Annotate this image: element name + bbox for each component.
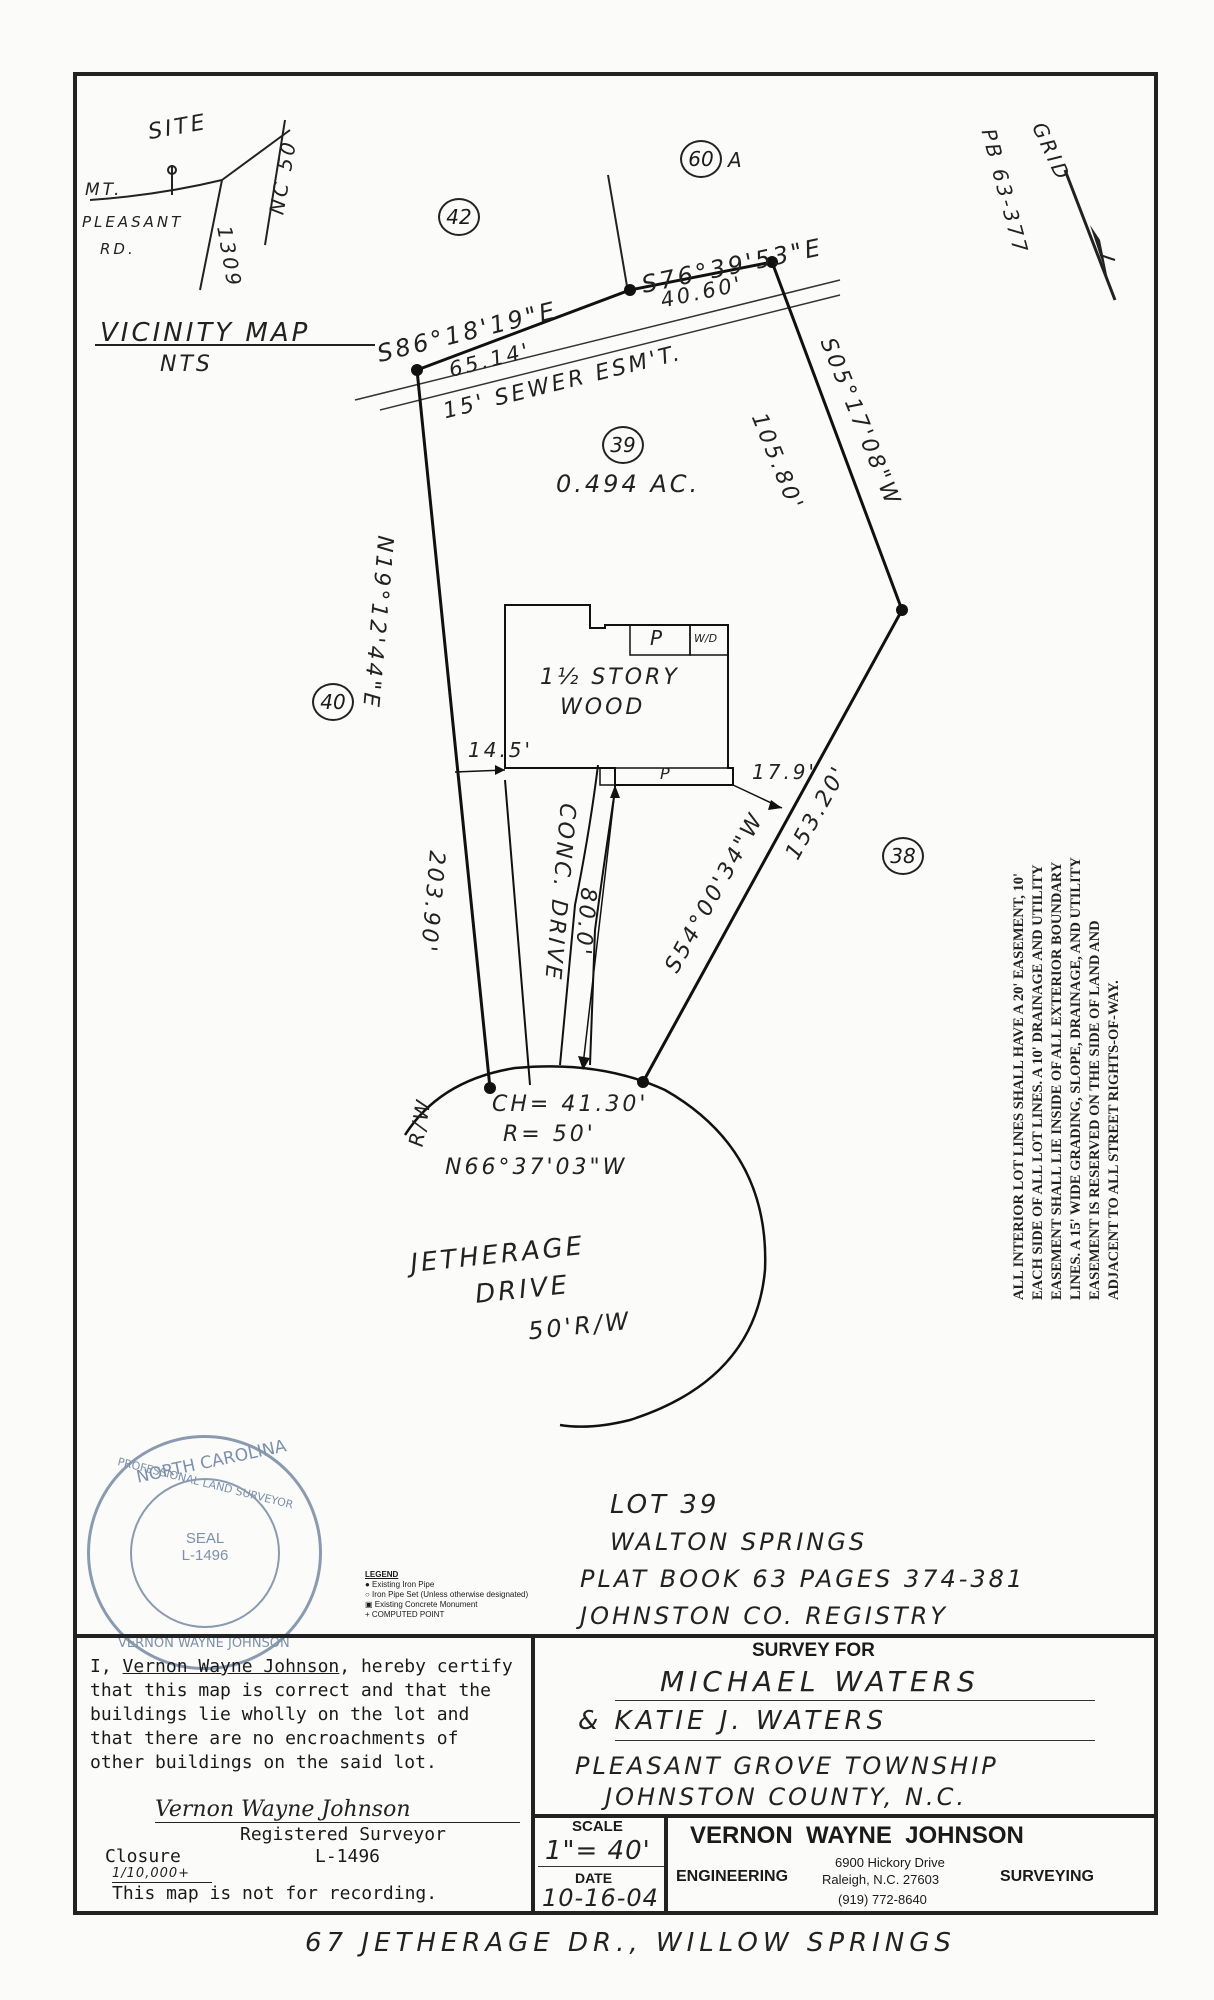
site-marker <box>167 165 177 175</box>
date-value: 10-16-04 <box>542 1884 659 1912</box>
legal-subdivision: WALTON SPRINGS <box>610 1528 868 1556</box>
wd-label: W/D <box>694 632 718 645</box>
property-address: 67 JETHERAGE DR., WILLOW SPRINGS <box>305 1928 956 1958</box>
sewer-easement-upper <box>354 279 841 401</box>
lot-boundary-west <box>415 369 492 1089</box>
seal-center1: SEAL <box>185 1530 225 1547</box>
lot-line-60a <box>607 174 629 293</box>
not-recording: This map is not for recording. <box>112 1883 438 1904</box>
lot-42-label: 42 <box>438 198 480 236</box>
iron-pipe-n <box>624 284 636 296</box>
firm-address2: Raleigh, N.C. 27603 <box>822 1872 940 1887</box>
porch-front <box>599 767 734 786</box>
pleasant-rd-line <box>89 179 223 201</box>
county: JOHNSTON COUNTY, N.C. <box>605 1783 967 1811</box>
seal-bottom: VERNON WAYNE JOHNSON <box>118 1636 290 1651</box>
house-line2: WOOD <box>560 695 646 720</box>
lot-40-label: 40 <box>312 683 354 721</box>
signature: Vernon Wayne Johnson <box>155 1797 411 1822</box>
setback-dim-line <box>582 789 616 1066</box>
firm-box <box>668 1814 1158 1915</box>
vicinity-rd: RD. <box>100 240 136 258</box>
legend-item3: ▣ Existing Concrete Monument <box>365 1600 478 1609</box>
curve-chord: CH= 41.30' <box>492 1092 649 1117</box>
date-label: DATE <box>575 1870 613 1886</box>
firm-engineering: ENGINEERING <box>676 1868 789 1885</box>
scale-date-box <box>535 1814 668 1915</box>
cul-de-sac-row <box>403 1065 767 1428</box>
offset-east: 17.9' <box>752 760 818 784</box>
vicinity-nts: NTS <box>160 352 213 377</box>
wd-box <box>689 624 729 656</box>
iron-pipe-sw <box>484 1082 496 1094</box>
legend-title: LEGEND <box>365 1570 399 1579</box>
porch-front-label: P <box>660 764 673 783</box>
license-number: L-1496 <box>315 1846 381 1867</box>
legend: LEGEND ● Existing Iron Pipe ○ Iron Pipe … <box>365 1570 528 1620</box>
curve-radius: R= 50' <box>503 1122 596 1147</box>
closure-label: Closure <box>105 1846 181 1867</box>
lot-39-label: 39 <box>602 426 644 464</box>
easement-note: ALL INTERIOR LOT LINES SHALL HAVE A 20' … <box>1011 857 1122 1300</box>
porch-rear-label: P <box>650 626 666 650</box>
surveyor-name: Vernon Wayne Johnson <box>122 1656 340 1677</box>
drive-west-edge <box>504 779 531 1086</box>
nc50-line <box>264 119 286 246</box>
iron-pipe-nw <box>411 364 423 376</box>
road-ext-line <box>221 129 291 181</box>
certification-text: I, Vernon Wayne Johnson, hereby certify … <box>90 1656 513 1773</box>
certification-box <box>73 1634 535 1915</box>
acreage: 0.494 AC. <box>556 470 701 498</box>
iron-pipe-e <box>896 604 908 616</box>
client-1: MICHAEL WATERS <box>660 1665 980 1698</box>
seal-center2: L-1496 <box>181 1547 229 1564</box>
sr-1309-line <box>199 179 223 291</box>
vicinity-title: VICINITY MAP <box>100 318 311 348</box>
grid-north-arrow <box>1063 169 1117 301</box>
vicinity-mt: MT. <box>85 180 123 200</box>
surveyor-seal: NORTH CAROLINA PROFESSIONAL LAND SURVEYO… <box>87 1435 322 1670</box>
legend-item4: + COMPUTED POINT <box>365 1610 445 1619</box>
township: PLEASANT GROVE TOWNSHIP <box>575 1752 999 1780</box>
iron-pipe-ne <box>766 256 778 268</box>
scale-value: 1"= 40' <box>545 1836 651 1866</box>
scale-label: SCALE <box>572 1818 623 1835</box>
house-line1: 1½ STORY <box>540 665 680 690</box>
closure-value: 1/10,000+ <box>112 1866 191 1881</box>
firm-phone: (919) 772-8640 <box>838 1892 927 1907</box>
lot-60a-suffix: A <box>728 148 745 172</box>
vicinity-pleasant: PLEASANT <box>82 213 184 231</box>
offset-west: 14.5' <box>468 738 534 762</box>
lot-38-label: 38 <box>882 837 924 875</box>
surveyor-title: Registered Surveyor <box>240 1824 446 1845</box>
survey-for-box <box>535 1634 1158 1814</box>
survey-frame <box>73 72 1158 1915</box>
client-2: & KATIE J. WATERS <box>578 1706 888 1736</box>
sewer-easement-lower <box>379 294 841 411</box>
grid-arrow-head <box>1090 225 1108 280</box>
legal-lot: LOT 39 <box>610 1490 720 1520</box>
survey-for-header: SURVEY FOR <box>752 1640 875 1661</box>
lot-60a-label: 60 <box>680 140 722 178</box>
legal-plat: PLAT BOOK 63 PAGES 374-381 <box>580 1565 1026 1593</box>
legal-registry: JOHNSTON CO. REGISTRY <box>580 1602 949 1630</box>
curve-bearing: N66°37'03"W <box>445 1155 628 1180</box>
firm-address1: 6900 Hickory Drive <box>835 1855 945 1870</box>
drive-line-left <box>559 764 599 1066</box>
firm-name: VERNON WAYNE JOHNSON <box>690 1822 1024 1849</box>
firm-surveying: SURVEYING <box>1000 1868 1094 1885</box>
legend-item1: ● Existing Iron Pipe <box>365 1580 435 1589</box>
legend-item2: ○ Iron Pipe Set (Unless otherwise design… <box>365 1590 529 1599</box>
